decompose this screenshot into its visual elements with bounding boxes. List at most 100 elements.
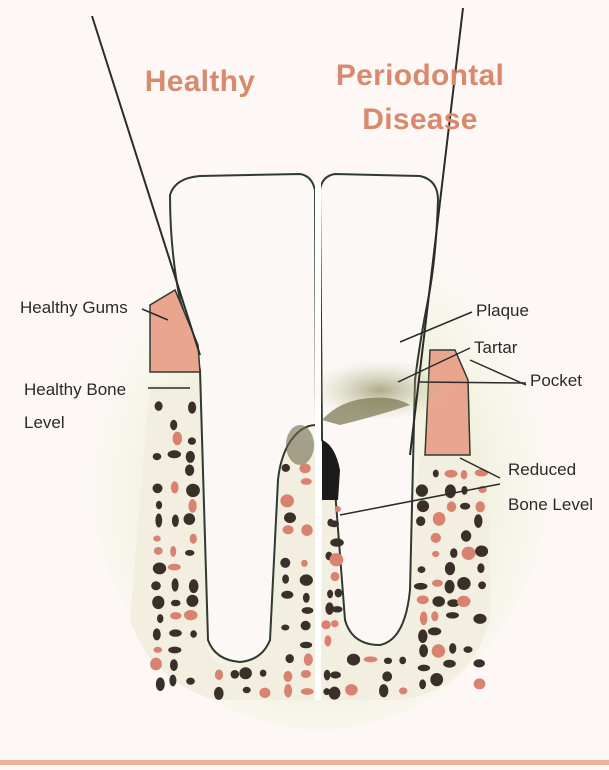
bone-pore — [446, 612, 459, 618]
bone-pore — [157, 614, 163, 623]
bone-pore — [190, 630, 197, 637]
title-periodontal: Periodontal — [300, 58, 540, 94]
bone-pore — [475, 469, 488, 476]
bone-pore — [156, 677, 165, 691]
bone-pore — [428, 627, 441, 635]
bone-pore — [186, 595, 198, 607]
bone-pore — [450, 548, 457, 558]
bone-pore — [231, 670, 240, 679]
bone-pore — [153, 536, 160, 542]
bone-pore — [303, 593, 310, 603]
bone-pore — [464, 646, 473, 653]
bone-pore — [419, 679, 426, 689]
bone-pore — [186, 484, 200, 497]
bone-pore — [153, 484, 163, 494]
bone-pore — [321, 620, 331, 629]
bone-pore — [327, 590, 333, 599]
bone-pore — [347, 654, 360, 666]
bone-pore — [282, 464, 290, 472]
bone-pore — [432, 580, 443, 587]
bone-pore — [173, 432, 183, 446]
bone-pore — [172, 515, 179, 527]
bone-pore — [457, 577, 470, 590]
bone-pore — [169, 675, 176, 687]
bone-pore — [473, 614, 486, 624]
bone-pore — [189, 499, 197, 513]
bone-pore — [461, 530, 471, 541]
bone-pore — [335, 506, 341, 512]
bone-pore — [286, 654, 294, 663]
bone-pore — [153, 563, 166, 575]
bone-pore — [284, 512, 296, 523]
bone-pore — [190, 534, 197, 544]
bone-pore — [151, 581, 161, 590]
bone-pore — [301, 560, 308, 567]
bone-pore — [301, 478, 312, 485]
bone-pore — [186, 451, 195, 463]
bone-pore — [432, 644, 445, 658]
bone-pore — [301, 524, 312, 536]
bone-pore — [156, 501, 162, 510]
bone-pore — [474, 659, 485, 667]
bone-pore — [330, 538, 344, 546]
bone-pore — [474, 514, 482, 528]
bone-pore — [431, 533, 441, 543]
bone-pore — [417, 500, 429, 512]
bone-pore — [477, 563, 484, 573]
bone-pore — [384, 658, 392, 664]
bone-pore — [171, 481, 179, 493]
bone-pore — [168, 564, 181, 571]
bone-pore — [282, 574, 289, 583]
label-plaque: Plaque — [476, 300, 529, 322]
dark-stain-left — [286, 425, 314, 465]
bone-pore — [239, 667, 252, 679]
bone-pore — [430, 673, 443, 686]
bone-pore — [445, 470, 458, 478]
bone-pore — [324, 670, 331, 681]
bone-pore — [433, 512, 446, 526]
title-healthy: Healthy — [120, 64, 280, 100]
bone-pore — [185, 465, 194, 476]
label-reduced-bone-level: Bone Level — [508, 494, 593, 516]
label-healthy-gums: Healthy Gums — [20, 297, 128, 319]
bone-pore — [432, 596, 445, 607]
label-pocket: Pocket — [530, 370, 582, 392]
bone-pore — [302, 607, 314, 614]
bone-pore — [399, 687, 407, 694]
bone-pore — [154, 547, 163, 555]
bone-pore — [345, 684, 358, 695]
label-healthy-bone: Healthy Bone — [24, 379, 126, 401]
bone-pore — [304, 653, 313, 665]
bone-pore — [330, 671, 341, 678]
bone-pore — [168, 450, 181, 458]
bone-pore — [301, 670, 311, 678]
bone-pore — [447, 501, 456, 512]
bone-pore — [155, 401, 163, 411]
bone-pore — [416, 516, 425, 526]
bottom-border — [0, 760, 609, 765]
bone-pore — [443, 660, 456, 668]
bone-pore — [379, 684, 388, 697]
bone-pore — [189, 579, 199, 593]
bone-pore — [281, 591, 293, 599]
bone-pore — [170, 659, 178, 671]
bone-pore — [188, 437, 196, 444]
bone-pore — [243, 687, 251, 693]
bone-pore — [300, 642, 312, 649]
bone-pore — [260, 670, 267, 677]
bone-pore — [476, 501, 485, 512]
bone-pore — [153, 628, 161, 640]
bone-pore — [414, 583, 428, 590]
bone-pore — [154, 647, 163, 653]
bone-pore — [431, 611, 438, 621]
bone-pore — [184, 513, 196, 525]
bone-pore — [281, 625, 289, 631]
bone-pore — [169, 629, 182, 636]
bone-pore — [283, 525, 294, 534]
title-disease: Disease — [330, 102, 510, 138]
bone-pore — [301, 621, 311, 631]
label-reduced: Reduced — [508, 459, 576, 481]
bone-pore — [170, 420, 177, 430]
bone-pore — [329, 687, 341, 700]
